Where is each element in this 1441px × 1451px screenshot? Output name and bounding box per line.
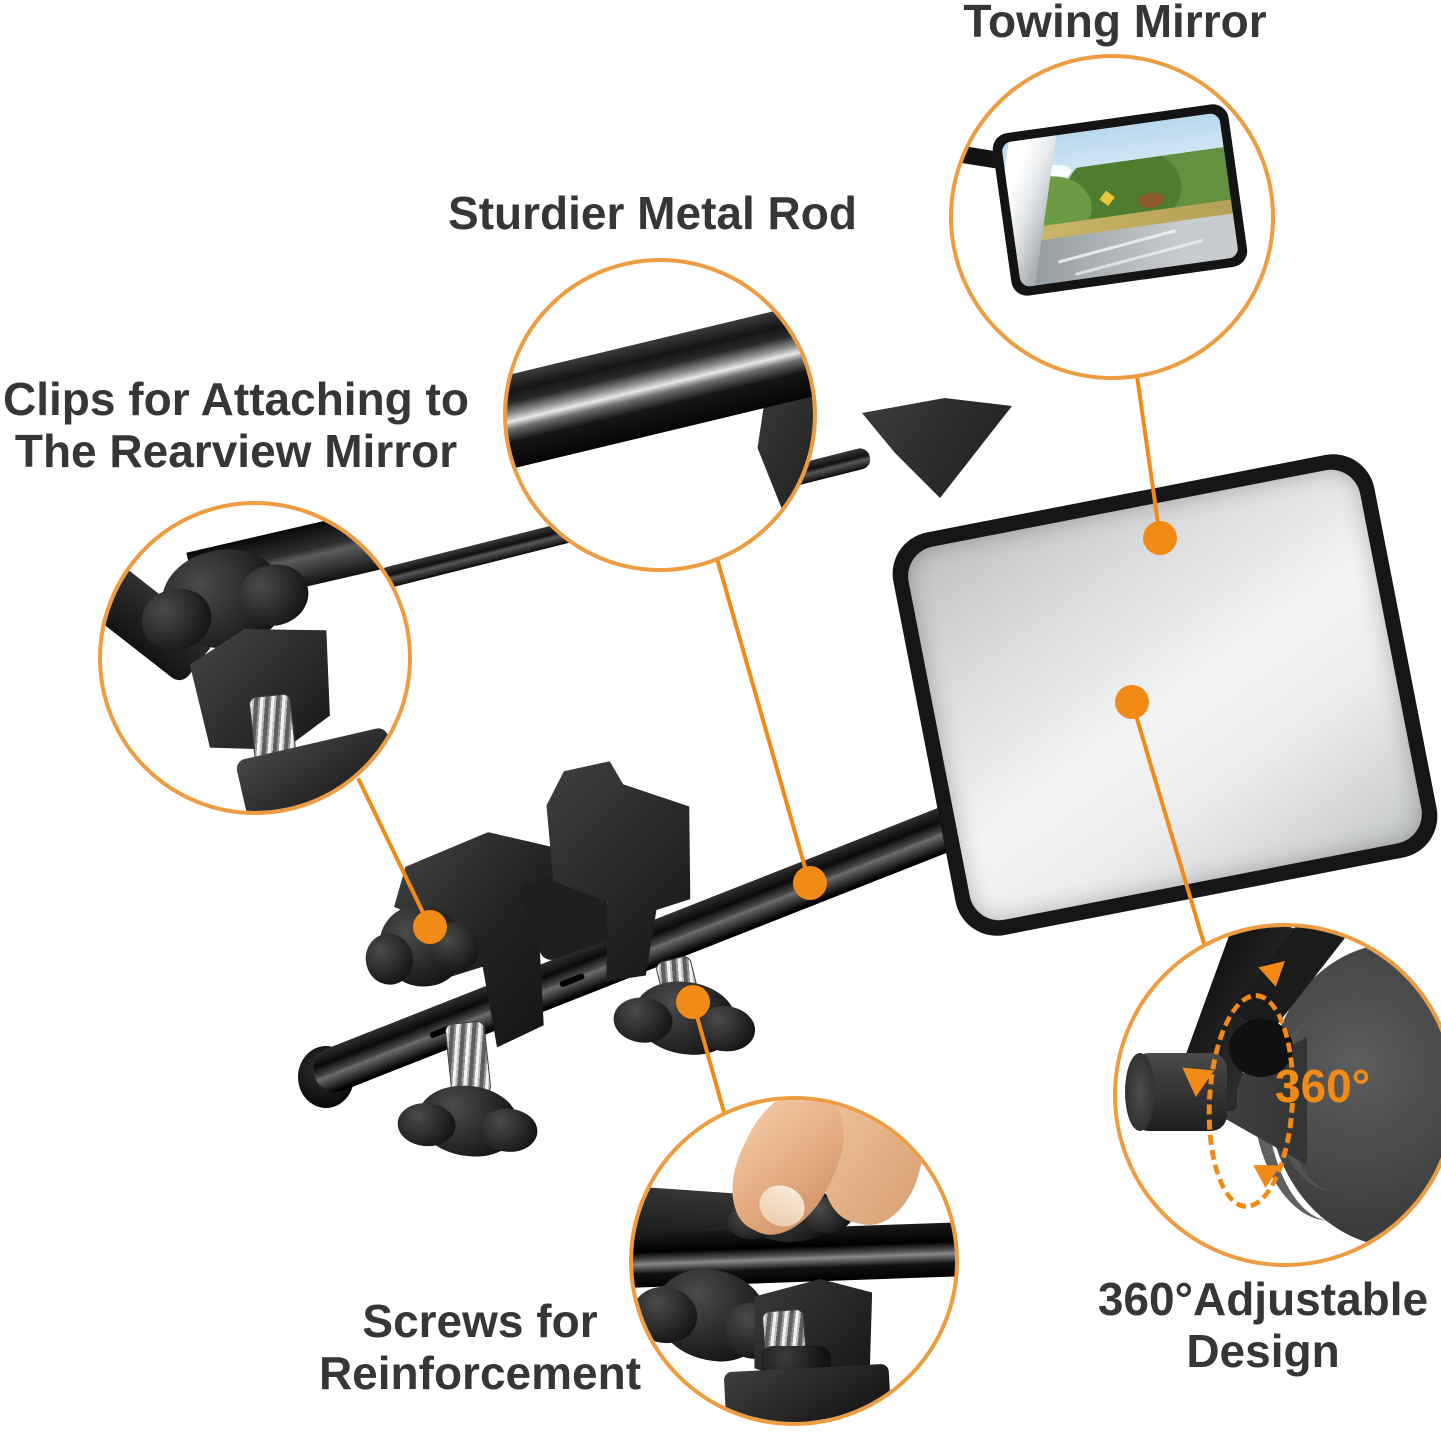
joint-cylinder-face	[1125, 1053, 1155, 1131]
mini-mirror-scene	[1000, 112, 1240, 288]
hand-clamp-pad	[723, 1363, 892, 1422]
screws-callout	[629, 1096, 959, 1426]
anchor-dot-towing	[1143, 521, 1177, 555]
anchor-dot-adjustable	[1115, 685, 1149, 719]
left-clamp-thumb-screw	[415, 1082, 521, 1160]
anchor-dot-rod	[793, 866, 827, 900]
clips-callout	[98, 501, 412, 815]
clips-heading-line2: The Rearview Mirror	[14, 424, 458, 477]
clips-heading: Clips for Attaching to The Rearview Mirr…	[0, 373, 472, 477]
metal-rod-heading: Sturdier Metal Rod	[448, 187, 857, 239]
towing-mirror-heading: Towing Mirror	[963, 0, 1267, 47]
adjustable-heading: 360°Adjustable Design	[1085, 1273, 1441, 1377]
leader-line-rod	[714, 554, 812, 886]
mini-mirror-frame	[990, 102, 1250, 298]
adjustable-callout: 360°	[1113, 923, 1441, 1267]
rod-mount-bracket	[862, 398, 1012, 498]
metal-rod-callout	[503, 258, 817, 572]
adjustable-heading-line2: Design	[1186, 1324, 1340, 1377]
joint-hub	[1229, 1019, 1293, 1077]
screws-heading-line1: Screws for	[362, 1295, 598, 1347]
screws-heading-line2: Reinforcement	[318, 1346, 642, 1399]
adjustable-heading-line1: 360°Adjustable	[1097, 1273, 1429, 1325]
zoomed-mount-cone	[757, 392, 813, 532]
anchor-dot-clips	[413, 910, 447, 944]
anchor-dot-screws	[676, 985, 710, 1019]
rotation-arrow-icon	[1179, 1067, 1215, 1099]
clips-heading-line1: Clips for Attaching to	[3, 373, 469, 425]
screws-heading: Screws for Reinforcement	[290, 1295, 670, 1399]
rotation-degree-label: 360°	[1275, 1060, 1371, 1112]
towing-mirror-callout	[949, 54, 1275, 380]
